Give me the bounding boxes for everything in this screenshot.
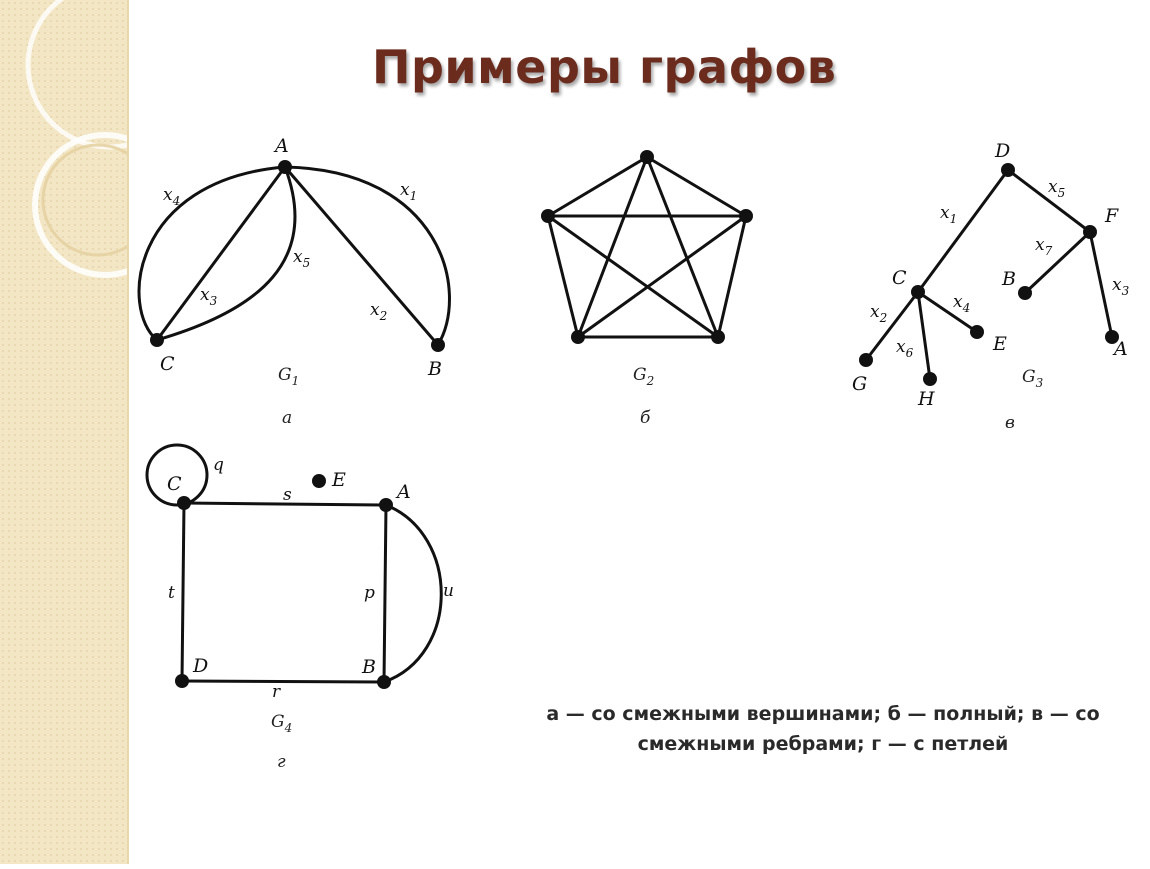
g4-label-a: A <box>395 481 411 503</box>
g3-edge-x7 <box>1023 230 1092 295</box>
g2-edge-9 <box>547 214 719 339</box>
g2-edge-7 <box>576 156 649 338</box>
g4-label-e: E <box>331 469 346 491</box>
g3-label-e: E <box>992 333 1007 355</box>
g3-label-b: B <box>1001 268 1016 290</box>
g3-edge-x2 <box>864 291 920 361</box>
g4-vertex-d <box>175 674 189 688</box>
g4-vertex-b <box>377 675 391 689</box>
g4-vertex-a <box>379 498 393 512</box>
g1-label-a: A <box>273 135 289 157</box>
caption-line-1: а — со смежными вершинами; б — полный; в… <box>546 703 1100 725</box>
g2-edge-2 <box>716 215 748 338</box>
g4-label-c: C <box>167 473 182 495</box>
g4-label-d: D <box>192 655 208 677</box>
g4-edge-label-s: s <box>283 485 292 505</box>
g4-edge-r <box>181 679 385 684</box>
g3-vertex-g <box>859 353 873 367</box>
g3-edge-label-x5: x5 <box>1048 177 1065 200</box>
g1-edge-label-x5: x5 <box>293 247 310 270</box>
g1-label-c: C <box>160 353 175 375</box>
g3-edge-label-x6: x6 <box>896 337 914 360</box>
g3-vertex-h <box>923 372 937 386</box>
g3-edge-label-x4: x4 <box>953 292 970 315</box>
g1-edge-x1 <box>284 165 451 346</box>
g3-edge-label-x3: x3 <box>1112 275 1130 298</box>
g3-name: G3 <box>1022 367 1044 390</box>
g1-edge-label-x4: x4 <box>163 185 180 208</box>
g4-edge-label-u: u <box>443 581 454 601</box>
g2-vertex-2 <box>739 209 753 223</box>
g3-vertex-a <box>1105 330 1119 344</box>
g3-label-f: F <box>1104 205 1119 227</box>
graph-g1 <box>137 165 451 346</box>
g2-name: G2 <box>633 365 654 388</box>
g2-vertex-1 <box>640 150 654 164</box>
g2-vertex-3 <box>711 330 725 344</box>
g4-edge-label-r: r <box>272 682 281 702</box>
g4-edge-label-q: q <box>213 455 224 475</box>
g3-edge-x6 <box>916 291 932 380</box>
g2-edge-1 <box>646 155 747 218</box>
g3-edge-label-x1: x1 <box>940 203 957 226</box>
g3-edge-x4 <box>917 290 978 334</box>
slide-title: Примеры графов <box>372 40 837 94</box>
g3-edge-x5 <box>1007 168 1091 234</box>
g3-vertex-b <box>1018 286 1032 300</box>
g1-vertex-a <box>278 160 292 174</box>
g1-edge-label-x1: x1 <box>400 180 417 203</box>
g1-edge-x5 <box>156 166 297 342</box>
g1-label-b: B <box>427 358 442 380</box>
figure-caption: а — со смежными вершинами; б — полный; в… <box>508 699 1138 759</box>
g2-edge-10 <box>577 214 747 339</box>
g3-edge-x1 <box>916 169 1010 293</box>
caption-line-2: смежными ребрами; г — с петлей <box>637 733 1009 755</box>
g3-vertex-d <box>1001 163 1015 177</box>
g1-edge-x3 <box>155 166 287 341</box>
g3-edge-label-x2: x2 <box>870 302 887 325</box>
g4-edge-s <box>183 501 387 507</box>
g3-label-g: G <box>852 373 867 395</box>
graph-g2 <box>546 155 748 339</box>
g2-edge-6 <box>645 156 720 338</box>
g4-vertex-c <box>177 496 191 510</box>
graph-g4 <box>145 443 443 684</box>
g3-edge-label-x7: x7 <box>1035 235 1053 258</box>
g2-letter: б <box>640 408 651 428</box>
g4-name: G4 <box>271 712 292 735</box>
g4-edge-label-t: t <box>168 583 175 603</box>
g2-vertex-4 <box>571 330 585 344</box>
g3-edge-x3 <box>1088 231 1114 338</box>
g1-letter: а <box>282 408 292 428</box>
g4-edge-q-loop <box>145 443 209 507</box>
g4-vertex-e <box>312 474 326 488</box>
g2-edge-5 <box>547 155 648 218</box>
g1-edge-x4 <box>137 165 286 342</box>
g1-vertex-b <box>431 338 445 352</box>
g2-edge-4 <box>546 215 580 338</box>
g3-letter: в <box>1005 413 1015 433</box>
g4-letter: г <box>277 752 286 772</box>
g4-label-b: B <box>361 656 376 678</box>
g1-name: G1 <box>278 365 299 388</box>
graph-g3 <box>864 168 1114 380</box>
g3-label-c: C <box>892 267 907 289</box>
g3-label-h: H <box>917 388 935 410</box>
g3-label-a: A <box>1112 338 1128 360</box>
g4-edge-u <box>383 503 443 684</box>
g3-label-d: D <box>994 140 1010 162</box>
g3-vertex-c <box>911 285 925 299</box>
g3-vertex-f <box>1083 225 1097 239</box>
g4-edge-label-p: p <box>364 583 375 603</box>
g4-edge-t <box>180 502 186 682</box>
g2-vertex-5 <box>541 209 555 223</box>
decorative-side-band <box>0 0 195 864</box>
g3-vertex-e <box>970 325 984 339</box>
g4-edge-p <box>382 504 388 683</box>
g1-vertex-c <box>150 333 164 347</box>
g1-edge-label-x2: x2 <box>370 300 387 323</box>
g1-edge-x2 <box>283 166 440 346</box>
g1-edge-label-x3: x3 <box>200 285 218 308</box>
